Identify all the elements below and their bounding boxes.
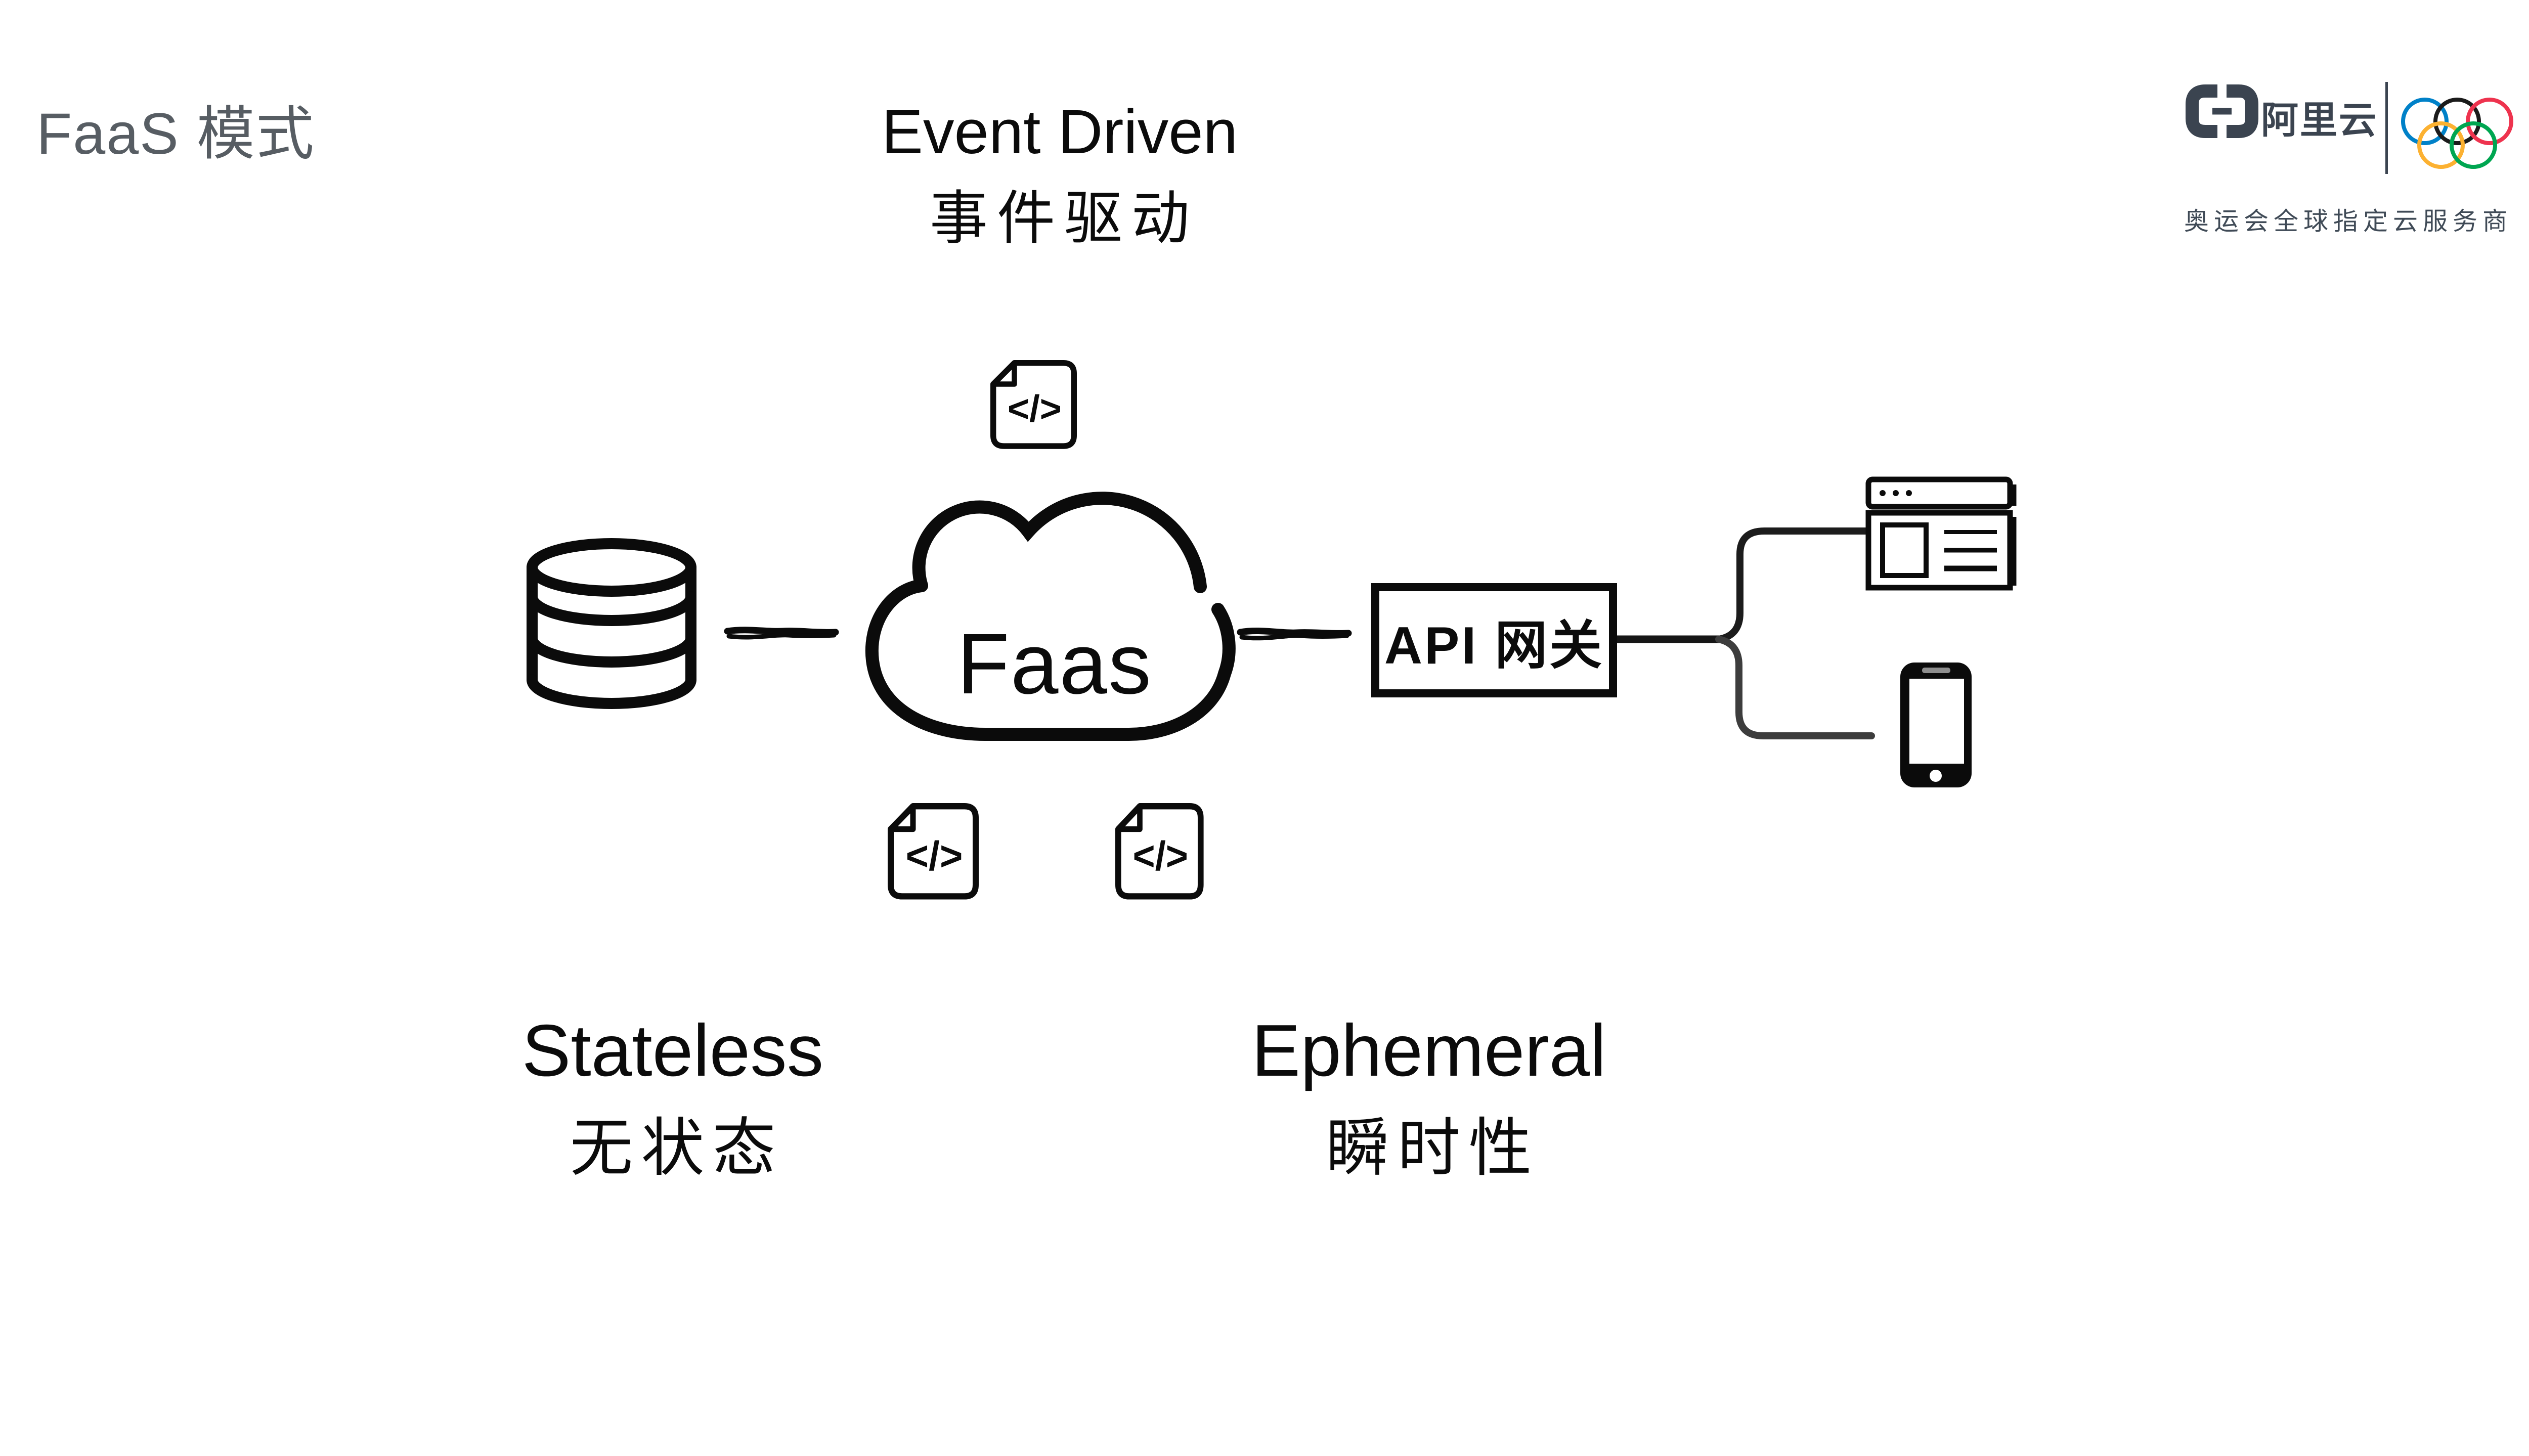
browser-dot bbox=[1906, 490, 1912, 496]
code-file-icon-top bbox=[993, 363, 1074, 446]
brand-name: 阿里云 bbox=[2261, 99, 2378, 141]
faas-cloud-label: Faas bbox=[957, 616, 1152, 712]
label-stateless: Stateless 无状态 bbox=[470, 1014, 875, 1180]
browser-image-placeholder bbox=[1880, 522, 1929, 578]
code-file-icon-bottom-left bbox=[891, 806, 976, 896]
branch-to-browser bbox=[1715, 527, 1872, 643]
phone-speaker bbox=[1922, 668, 1950, 673]
label-ephemeral-en: Ephemeral bbox=[1251, 1009, 1606, 1091]
label-event-driven-en: Event Driven bbox=[881, 98, 1238, 167]
phone-home-button bbox=[1930, 770, 1942, 782]
brand-tagline: 奥运会全球指定云服务商 bbox=[2184, 208, 2513, 235]
link-api-clients bbox=[1613, 527, 1875, 739]
alibaba-cloud-logo-icon bbox=[2186, 84, 2258, 138]
label-stateless-en: Stateless bbox=[521, 1009, 824, 1091]
label-ephemeral-zh: 瞬时性 bbox=[1326, 1113, 1540, 1183]
olympic-rings-icon bbox=[2401, 98, 2513, 169]
browser-window-icon bbox=[1865, 476, 2017, 591]
smartphone-icon bbox=[1900, 663, 1972, 787]
branch-to-phone bbox=[1715, 636, 1875, 739]
link-cloud-api bbox=[1237, 627, 1352, 641]
browser-dot bbox=[1880, 490, 1886, 496]
label-event-driven-zh: 事件驱动 bbox=[929, 186, 1199, 251]
label-event-driven: Event Driven 事件驱动 bbox=[857, 101, 1262, 248]
faas-cloud bbox=[865, 492, 1236, 741]
code-file-icon-bottom-right bbox=[1118, 806, 1201, 896]
label-stateless-zh: 无状态 bbox=[570, 1113, 784, 1183]
label-ephemeral: Ephemeral 瞬时性 bbox=[1227, 1014, 1631, 1180]
browser-text-lines bbox=[1944, 530, 1997, 571]
logo-divider bbox=[2385, 82, 2388, 174]
page-title: FaaS 模式 bbox=[36, 102, 315, 166]
database-icon bbox=[527, 538, 696, 709]
api-gateway-label: API 网关 bbox=[1384, 616, 1604, 675]
browser-dot bbox=[1893, 490, 1899, 496]
api-gateway-box: API 网关 bbox=[1371, 583, 1617, 697]
link-db-cloud bbox=[724, 627, 839, 640]
